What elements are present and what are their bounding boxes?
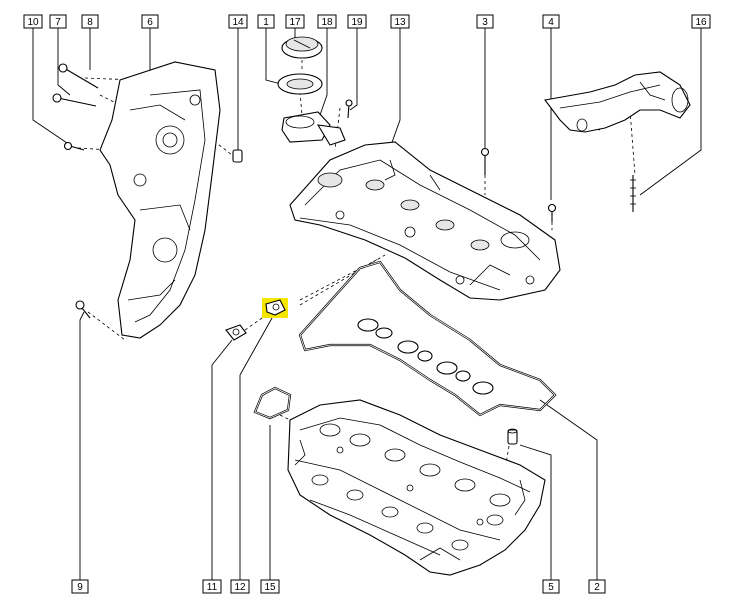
callout-19: 19 xyxy=(347,14,367,29)
cam-cover xyxy=(289,141,561,301)
callout-label: 8 xyxy=(87,17,93,28)
callout-label: 9 xyxy=(77,582,83,593)
callout-label: 5 xyxy=(548,582,554,593)
dowel-5 xyxy=(507,428,518,445)
callout-label: 13 xyxy=(394,17,406,28)
callout-5: 5 xyxy=(542,579,560,594)
callout-6: 6 xyxy=(141,14,159,29)
highlighted-part-12 xyxy=(262,298,288,318)
callout-14: 14 xyxy=(228,14,248,29)
callout-label: 1 xyxy=(263,17,269,28)
cylinder-head xyxy=(287,399,546,576)
callout-12: 12 xyxy=(230,579,250,594)
callout-1: 1 xyxy=(257,14,275,29)
callout-10: 10 xyxy=(23,14,43,29)
timing-cover xyxy=(99,61,221,339)
callout-label: 3 xyxy=(482,17,488,28)
callout-13: 13 xyxy=(390,14,410,29)
callout-16: 16 xyxy=(691,14,711,29)
callout-label: 7 xyxy=(55,17,61,28)
cover-bolts xyxy=(52,63,243,319)
callout-label: 19 xyxy=(351,17,363,28)
callout-label: 12 xyxy=(234,582,246,593)
callout-label: 4 xyxy=(548,17,554,28)
callout-7: 7 xyxy=(49,14,67,29)
callout-18: 18 xyxy=(317,14,337,29)
sensor-11 xyxy=(225,324,247,341)
callout-label: 18 xyxy=(321,17,333,28)
callout-label: 6 xyxy=(147,17,153,28)
callout-11: 11 xyxy=(202,579,222,594)
cover-gasket xyxy=(298,260,557,417)
callout-label: 17 xyxy=(289,17,301,28)
callout-17: 17 xyxy=(285,14,305,29)
callout-3: 3 xyxy=(476,14,494,29)
callout-15: 15 xyxy=(260,579,280,594)
callout-label: 11 xyxy=(207,582,218,593)
breather-hose xyxy=(544,71,691,212)
leader-lines xyxy=(32,27,702,580)
cover-bolts-right xyxy=(480,147,557,222)
callout-label: 2 xyxy=(594,582,600,593)
callout-label: 14 xyxy=(232,17,244,28)
callout-8: 8 xyxy=(81,14,99,29)
callout-4: 4 xyxy=(542,14,560,29)
callout-label: 15 xyxy=(264,582,276,593)
oil-filler-parts xyxy=(277,36,353,146)
small-gasket xyxy=(253,386,292,420)
callout-2: 2 xyxy=(588,579,606,594)
callout-9: 9 xyxy=(71,579,89,594)
callout-label: 16 xyxy=(695,17,707,28)
callout-label: 10 xyxy=(27,17,39,28)
